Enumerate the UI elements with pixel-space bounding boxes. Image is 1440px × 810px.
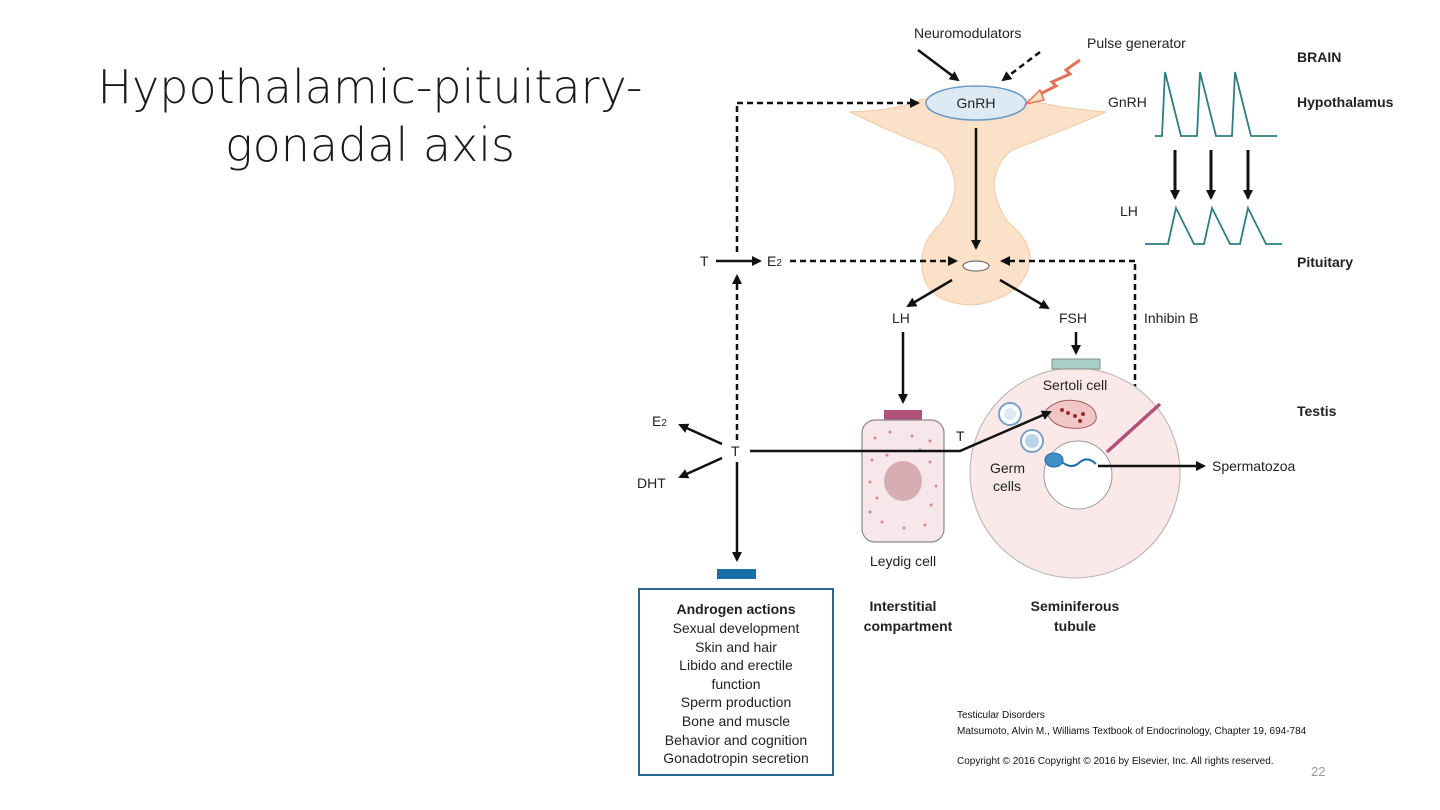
- level-brain: BRAIN: [1297, 49, 1341, 65]
- pituitary-to-lh-arrow: [906, 278, 953, 308]
- germ-cells-label-1: Germ: [990, 460, 1025, 476]
- sertoli-cell-label: Sertoli cell: [1043, 377, 1108, 393]
- androgen-action-item: Libido and erectile: [679, 657, 793, 674]
- lh-label: LH: [892, 310, 910, 326]
- interstitial-label-1: Interstitial: [870, 598, 937, 614]
- t-to-e2-left-arrow: [678, 423, 723, 446]
- leydig-receptor: [884, 410, 922, 420]
- feedback-t-label: T: [700, 253, 709, 269]
- level-testis: Testis: [1297, 403, 1337, 419]
- dht-label: DHT: [637, 475, 666, 491]
- title-line-2: gonadal axis: [224, 118, 516, 172]
- fsh-label: FSH: [1059, 310, 1087, 326]
- sertoli-granules: [1060, 408, 1085, 423]
- citation-copyright: Copyright © 2016 Copyright © 2016 by Els…: [957, 756, 1274, 767]
- sperm-tail: [1061, 458, 1097, 467]
- leydig-nucleus: [884, 461, 922, 501]
- androgen-action-item: Sexual development: [672, 620, 800, 636]
- androgen-action-item: Behavior and cognition: [664, 731, 808, 748]
- lh-pulse-trace: [1145, 205, 1282, 245]
- spermatozoa-label: Spermatozoa: [1212, 458, 1295, 474]
- germ-cells-label-2: cells: [993, 478, 1021, 494]
- seminiferous-label-1: Seminiferous: [1031, 598, 1120, 614]
- hypothalamus-shape: [849, 93, 1107, 306]
- androgen-receptor: [717, 569, 756, 579]
- androgen-action-item: function: [711, 675, 761, 692]
- sertoli-receptor: [1051, 358, 1101, 370]
- pulse-generator-label: Pulse generator: [1087, 35, 1186, 51]
- pulse-gnrh-label: GnRH: [1108, 94, 1147, 110]
- gnrh-pulse-trace: [1155, 71, 1277, 137]
- slide-number: 22: [1311, 764, 1326, 779]
- t-to-dht-arrow: [678, 456, 723, 479]
- citation-title: Testicular Disorders: [957, 710, 1045, 721]
- title-line-1: Hypothalamic-pituitary-: [97, 60, 643, 114]
- androgen-actions-box: Androgen actions Sexual development Skin…: [638, 588, 834, 776]
- pulse-generator-arrowhead: [1023, 88, 1046, 106]
- feedback-e2-label: E2: [767, 253, 782, 269]
- androgen-action-item: Gonadotropin secretion: [663, 750, 809, 767]
- pulse-generator-bolt: [1033, 58, 1081, 99]
- androgen-action-item: Sperm production: [680, 694, 792, 711]
- germ-cell-1-inner: [1004, 408, 1016, 420]
- sertoli-inhibin-bar: [1105, 402, 1162, 454]
- gnrh-center-label: GnRH: [957, 95, 996, 111]
- inhibin-b-label: Inhibin B: [1144, 310, 1198, 326]
- slide-title: Hypothalamic-pituitary- gonadal axis: [20, 58, 720, 174]
- pulse-lh-label: LH: [1120, 203, 1138, 219]
- t-label-near-tubule: T: [956, 428, 965, 444]
- androgen-action-item: Bone and muscle: [681, 712, 791, 729]
- neuromodulators-label: Neuromodulators: [914, 25, 1021, 41]
- t-to-sertoli-arrow: [750, 410, 1052, 453]
- pituitary-cell: [962, 260, 990, 272]
- spermatid: [1044, 452, 1064, 468]
- leydig-cell-label: Leydig cell: [870, 553, 936, 569]
- leydig-granules: [868, 430, 938, 530]
- sertoli-cell: [1045, 399, 1097, 429]
- androgen-actions-heading: Androgen actions: [676, 601, 796, 617]
- neuromodulator-dashed-arrow: [1001, 51, 1041, 82]
- seminiferous-label-2: tubule: [1054, 618, 1096, 634]
- level-pituitary: Pituitary: [1297, 254, 1353, 270]
- level-hypothalamus: Hypothalamus: [1297, 94, 1394, 110]
- citation-source: Matsumoto, Alvin M., Williams Textbook o…: [957, 726, 1307, 737]
- t-center-label: T: [731, 443, 740, 459]
- e2-label: E2: [652, 413, 667, 429]
- pituitary-to-fsh-arrow: [999, 278, 1050, 310]
- germ-cell-2-inner: [1025, 434, 1039, 448]
- tubule-lumen: [1043, 440, 1113, 510]
- neuromodulator-arrow: [917, 49, 960, 82]
- androgen-action-item: Skin and hair: [695, 638, 777, 655]
- citation: Testicular Disorders Matsumoto, Alvin M.…: [957, 708, 1306, 770]
- interstitial-label-2: compartment: [864, 618, 953, 634]
